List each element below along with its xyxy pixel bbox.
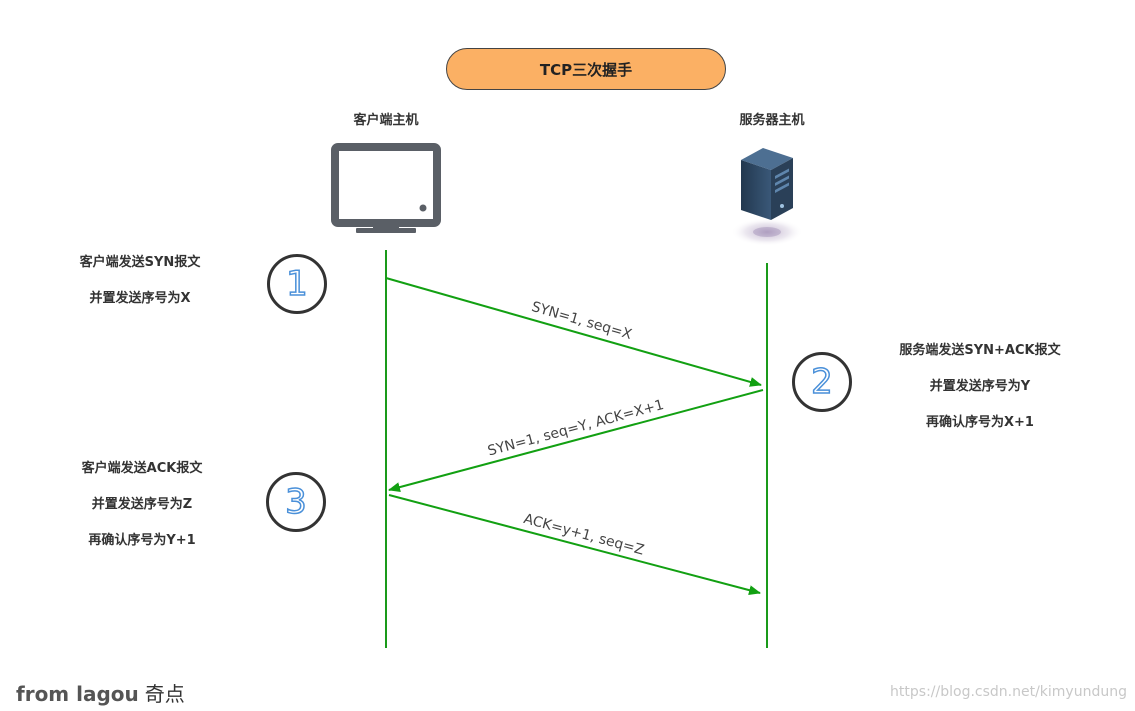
brand-name-cn: 奇点	[144, 682, 185, 706]
client-host-label: 客户端主机	[353, 113, 419, 128]
step-2-badge: 2	[792, 352, 852, 412]
watermark-url: https://blog.csdn.net/kimyundung	[890, 684, 1127, 700]
step-1-line-2: 并置发送序号为X	[89, 291, 191, 306]
step-1-badge: 1	[267, 254, 327, 314]
step-2-line-3: 再确认序号为X+1	[926, 415, 1034, 430]
brand-name: from lagou	[16, 682, 139, 706]
step-3-line-3: 再确认序号为Y+1	[88, 533, 196, 548]
step-3-number: 3	[284, 482, 307, 522]
monitor-icon	[331, 143, 441, 233]
diagram-title: TCP三次握手	[446, 48, 726, 90]
server-icon	[731, 148, 803, 246]
step-2-number: 2	[810, 362, 833, 402]
step-1-number: 1	[285, 264, 308, 304]
step-1-description: 客户端发送SYN报文 并置发送序号为X	[50, 245, 230, 317]
step-3-line-1: 客户端发送ACK报文	[81, 461, 203, 476]
step-3-line-2: 并置发送序号为Z	[91, 497, 193, 512]
message-arrow-syn	[385, 277, 762, 387]
message-arrow-syn-ack	[388, 389, 764, 492]
step-2-line-2: 并置发送序号为Y	[929, 379, 1031, 394]
step-2-description: 服务端发送SYN+ACK报文 并置发送序号为Y 再确认序号为X+1	[880, 333, 1080, 441]
step-1-line-1: 客户端发送SYN报文	[79, 255, 201, 270]
server-host-label: 服务器主机	[739, 113, 805, 128]
step-3-description: 客户端发送ACK报文 并置发送序号为Z 再确认序号为Y+1	[52, 451, 232, 559]
step-3-badge: 3	[266, 472, 326, 532]
message-arrow-ack	[388, 494, 761, 596]
step-2-line-1: 服务端发送SYN+ACK报文	[899, 343, 1061, 358]
